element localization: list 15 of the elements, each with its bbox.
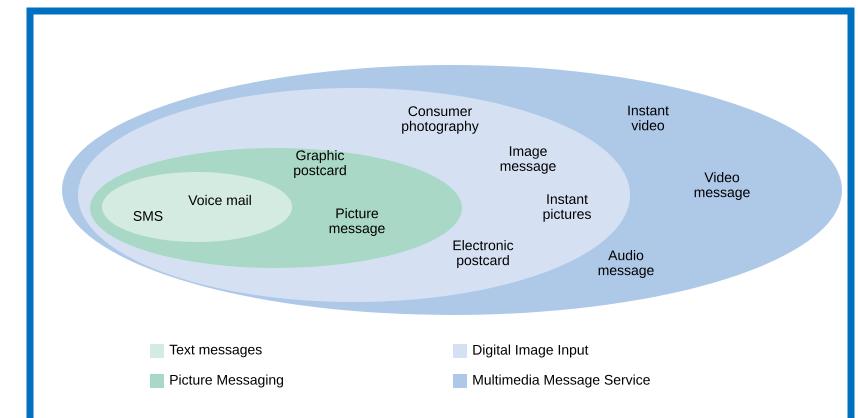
region-label: Instant pictures [544, 194, 591, 222]
region-label: SMS [134, 211, 162, 221]
legend-label: Text messages [170, 344, 262, 358]
region-label: Electronic postcard [454, 240, 514, 268]
region-label: Picture message [330, 208, 385, 236]
legend-label: Multimedia Message Service [473, 374, 650, 388]
region-label: Instant video [628, 106, 669, 130]
legend-label: Digital Image Input [473, 344, 588, 358]
region-label: Consumer photography [402, 106, 479, 134]
region-label: Audio message [598, 250, 654, 278]
region-label: Graphic postcard [294, 150, 346, 178]
region-label: Image message [500, 146, 556, 174]
region-label: Video message [694, 172, 750, 200]
legend-label: Picture Messaging [170, 374, 284, 388]
region-label: Voice mail [188, 194, 251, 206]
